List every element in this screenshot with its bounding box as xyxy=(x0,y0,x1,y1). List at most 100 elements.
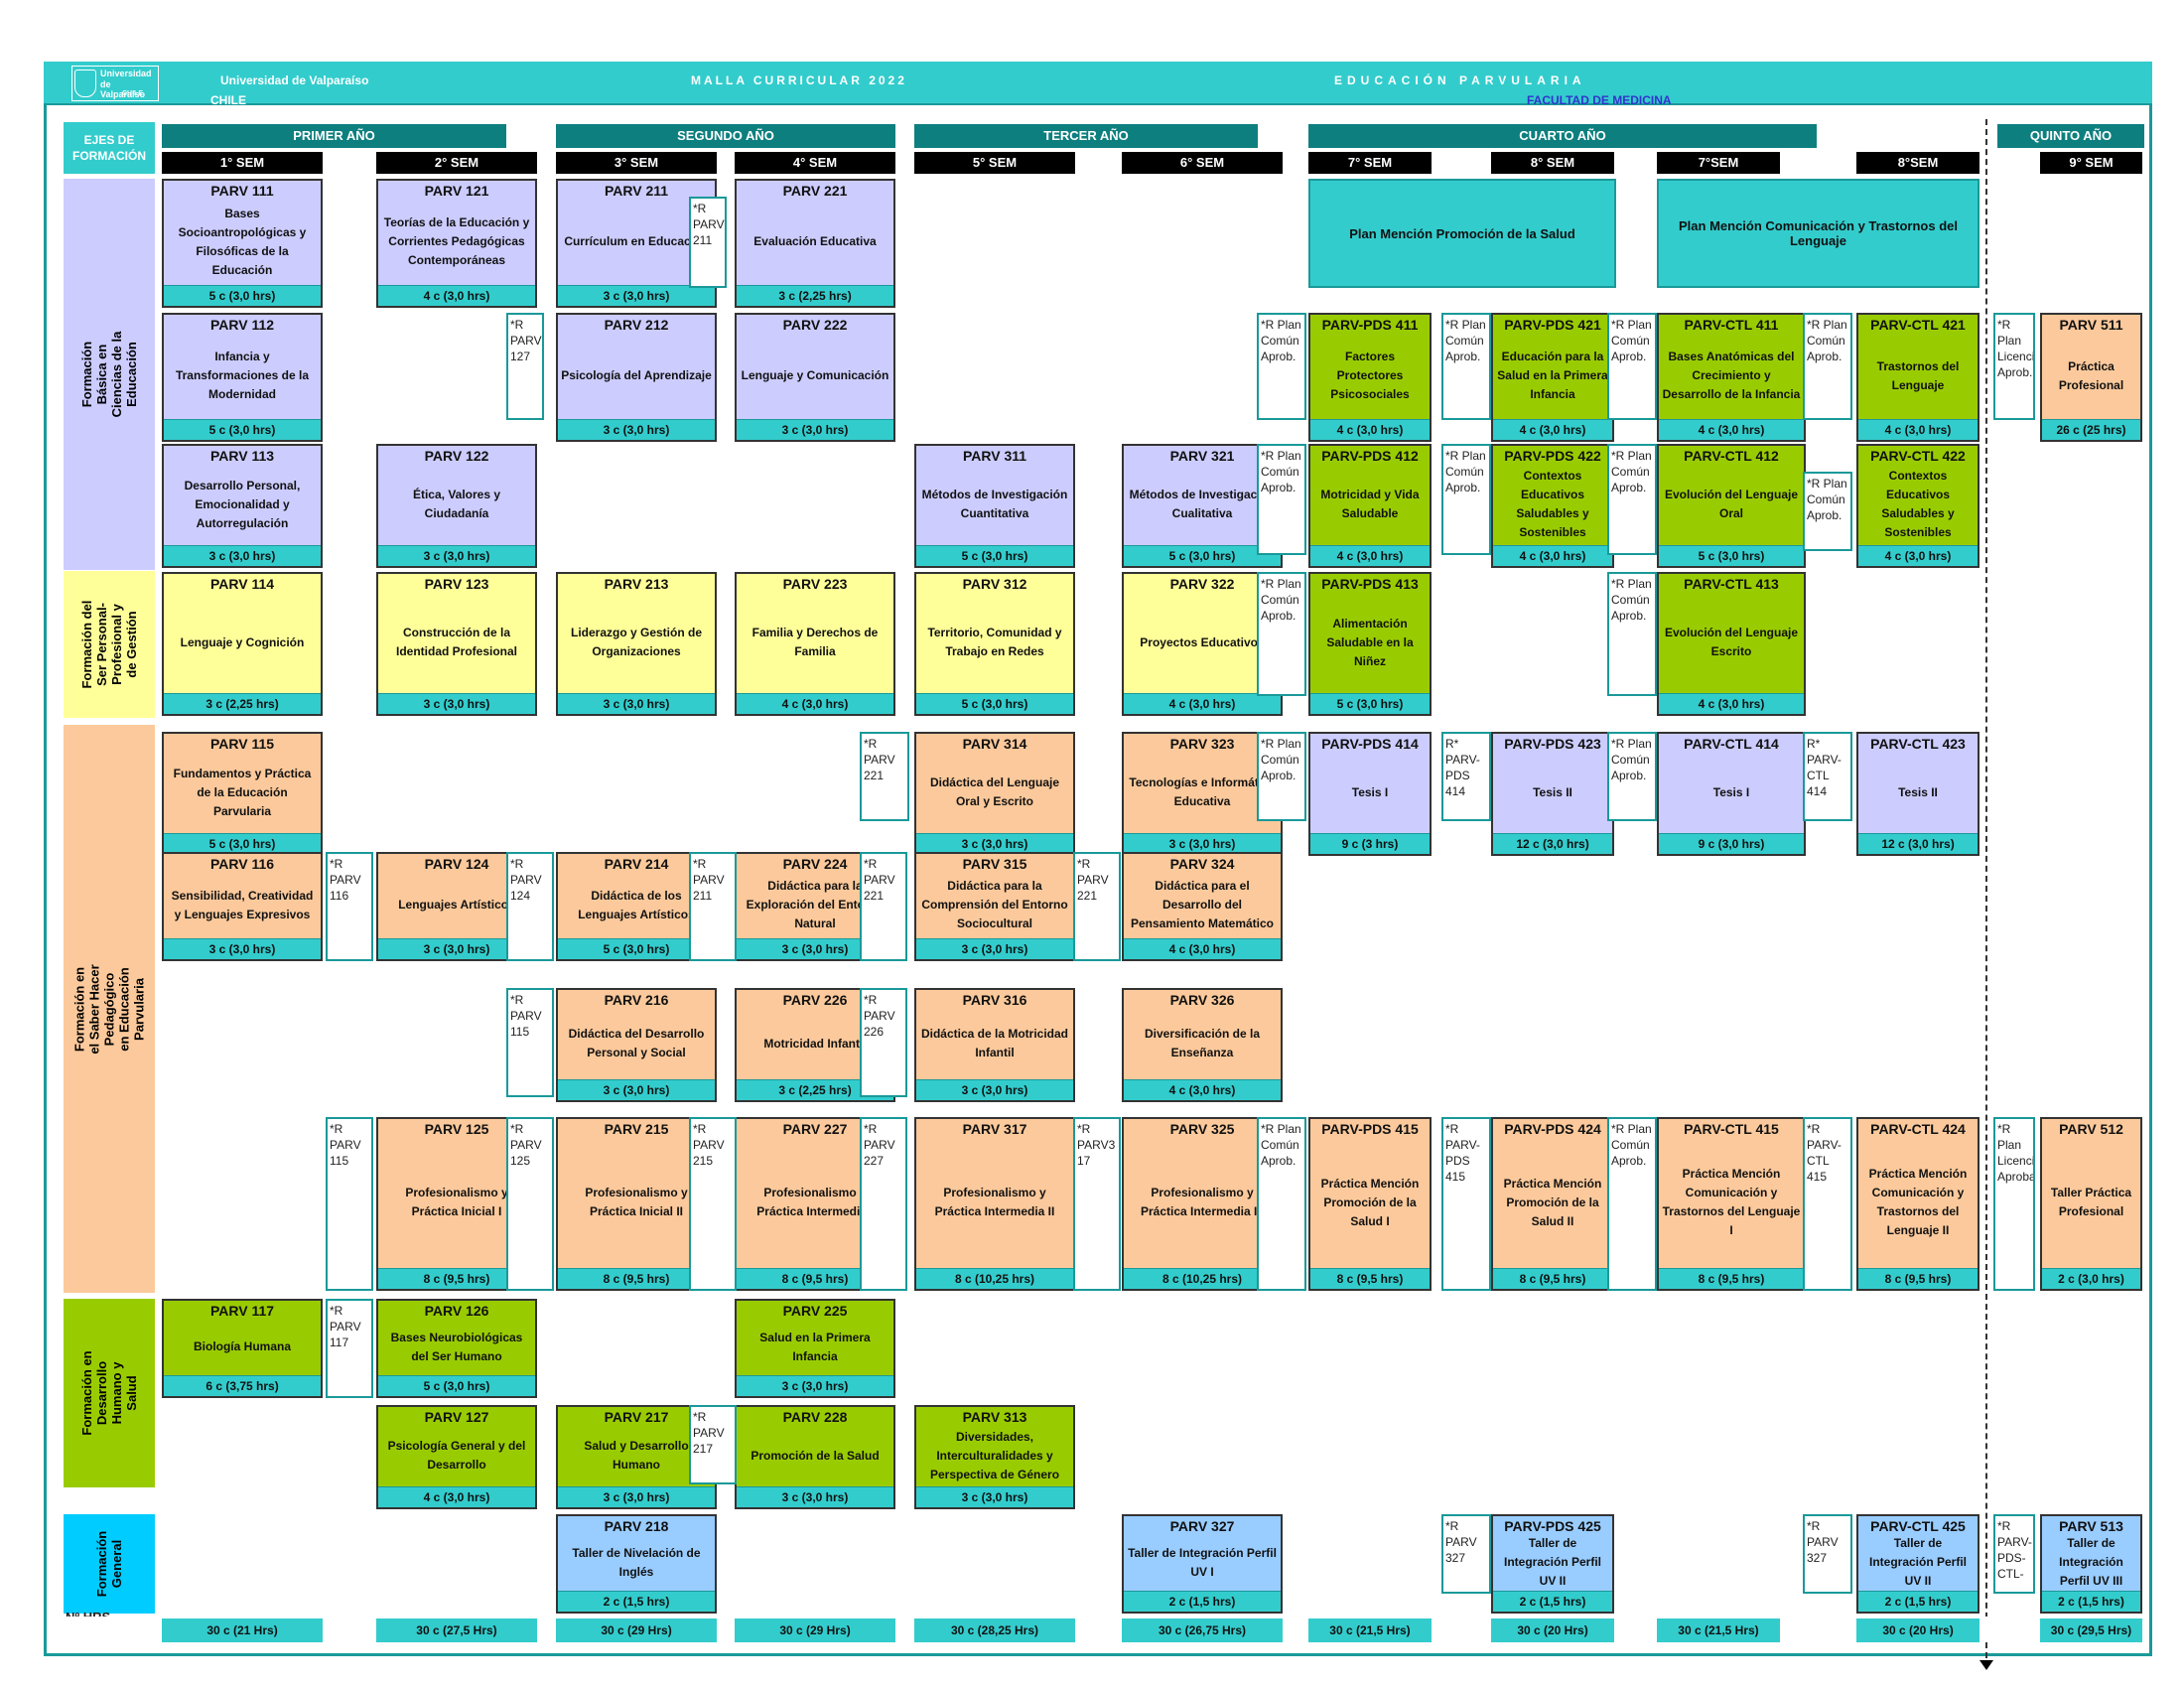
year-band: SEGUNDO AÑO xyxy=(556,124,895,148)
course-code: PARV-CTL 412 xyxy=(1684,448,1779,464)
course-code: PARV 114 xyxy=(209,576,275,592)
prereq-note: *R PARV 125 xyxy=(506,1117,554,1291)
course-name: Territorio, Comunidad y Trabajo en Redes xyxy=(927,626,1062,658)
course-name: Didáctica para el Desarrollo del Pensami… xyxy=(1130,879,1275,930)
prereq-note: *R Plan Común Aprob. xyxy=(1257,444,1306,555)
course-code: PARV 111 xyxy=(210,183,274,199)
course-name: Diversidades, Interculturalidades y Pers… xyxy=(929,1429,1060,1481)
prereq-note: *R PARV 217 xyxy=(689,1405,737,1484)
malla-title: MALLA CURRICULAR 2022 xyxy=(691,73,907,87)
semester-header: 5° SEM xyxy=(914,152,1075,174)
course-name: Profesionalismo y Práctica Intermedia II xyxy=(934,1186,1055,1218)
logo-text-1: Universidad xyxy=(100,69,152,78)
course-code: PARV 213 xyxy=(604,576,669,592)
course-code: PARV 316 xyxy=(962,992,1027,1008)
prereq-note: *R PARV 221 xyxy=(860,732,909,821)
course-credits: 4 c (3,0 hrs) xyxy=(1124,1079,1281,1100)
course-name: Didáctica para la Comprensión del Entorn… xyxy=(921,879,1068,930)
course-code: PARV 313 xyxy=(962,1409,1027,1425)
axes-header: EJES DE FORMACIÓN xyxy=(64,122,155,174)
course-name: Métodos de Investigación Cuantitativa xyxy=(921,488,1068,520)
course-credits: 3 c (3,0 hrs) xyxy=(916,833,1073,854)
semester-header: 7° SEM xyxy=(1308,152,1432,174)
prereq-note: R* PARV-PDS 414 xyxy=(1441,732,1491,821)
course-credits: 9 c (3,0 hrs) xyxy=(1659,833,1804,854)
course-code: PARV-CTL 415 xyxy=(1684,1121,1779,1137)
year-band: QUINTO AÑO xyxy=(1997,124,2144,148)
course-credits: 8 c (9,5 hrs) xyxy=(558,1268,715,1289)
course-credits: 3 c (3,0 hrs) xyxy=(916,938,1073,959)
faculty-title: FACULTAD DE MEDICINA xyxy=(1527,93,1672,107)
axis-label-text: Formación General xyxy=(94,1530,124,1598)
course-name: Profesionalismo y Práctica Inicial II xyxy=(585,1186,688,1218)
course-credits: 8 c (9,5 hrs) xyxy=(1858,1268,1978,1289)
course-credits: 3 c (3,0 hrs) xyxy=(737,1486,893,1507)
course-code: PARV 513 xyxy=(2059,1518,2123,1534)
course-name: Biología Humana xyxy=(193,1339,291,1353)
course-credits: 5 c (3,0 hrs) xyxy=(916,693,1073,714)
course-code: PARV 211 xyxy=(604,183,669,199)
course-code: PARV 327 xyxy=(1169,1518,1235,1534)
prereq-note: *R Plan Común Aprob. xyxy=(1803,472,1852,551)
